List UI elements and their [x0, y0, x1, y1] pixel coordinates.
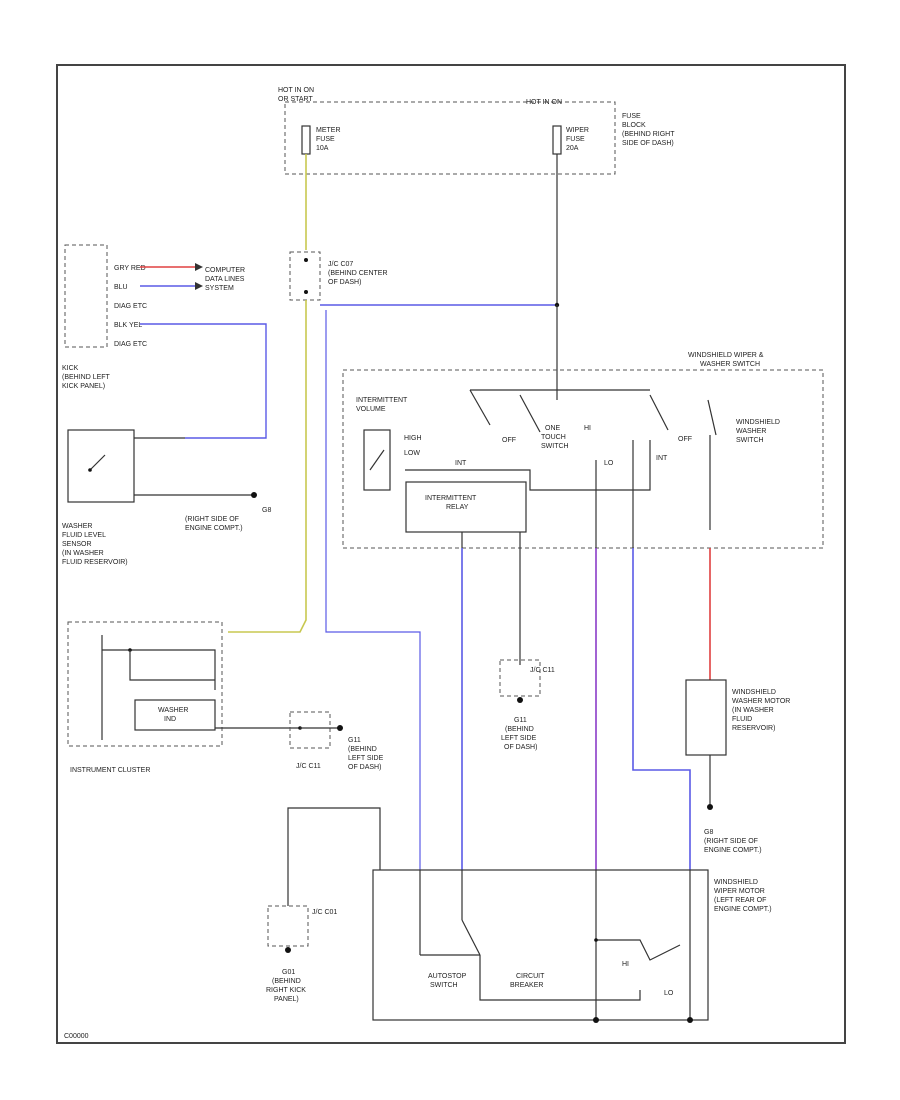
motor-ground-hi — [687, 1017, 693, 1023]
g01-ground — [285, 947, 291, 953]
off-label: OFF — [502, 437, 516, 444]
ground-g8-node — [251, 492, 257, 498]
conn-row-1: GRY RED — [114, 265, 146, 272]
conn-row-4: BLK YEL — [114, 322, 142, 329]
jc-c07-node-top — [304, 258, 308, 262]
hot-right-label: HOT IN ON — [526, 99, 562, 106]
off2-label: OFF — [678, 436, 692, 443]
jc-c11-label-b: J/C C11 — [530, 667, 555, 674]
autostop-contact — [461, 919, 481, 956]
volume-wiper — [369, 449, 385, 471]
washer-motor-box — [685, 679, 727, 756]
motor-ground-wire — [287, 807, 381, 906]
diagram-frame — [56, 64, 846, 1044]
jc-c11-center-node — [517, 697, 523, 703]
motor-hi-label: HI — [622, 961, 629, 968]
hot-bus-box — [284, 101, 616, 175]
meter-fuse — [301, 125, 311, 155]
washer-sensor-box — [67, 429, 135, 503]
sensor-pivot — [88, 468, 92, 472]
washer-motor-ground — [707, 804, 713, 810]
motor-node — [594, 938, 598, 942]
jc-c11-box — [289, 711, 331, 749]
sensor-contact — [89, 454, 106, 471]
low-label: LOW — [404, 450, 420, 457]
jc-c07-node-bottom — [304, 290, 308, 294]
cluster-diode-path — [129, 650, 215, 681]
motor-lo-label: LO — [664, 990, 674, 997]
jc-c11-label-a: J/C C11 — [296, 763, 321, 770]
instrument-cluster-label: INSTRUMENT CLUSTER — [70, 767, 150, 774]
lo-label: LO — [604, 460, 614, 467]
cluster-top-path — [102, 649, 216, 690]
hi-label: HI — [584, 425, 591, 432]
switch-contact-1 — [469, 389, 491, 426]
arrow-blue — [195, 282, 203, 290]
washer-contact — [707, 399, 717, 436]
int-label: INT — [455, 460, 467, 467]
wiper-fuse — [552, 125, 562, 155]
wiper-switch-box — [342, 369, 824, 549]
volume-resistor — [363, 429, 391, 491]
conn-row-5: DIAG ETC — [114, 341, 147, 348]
arrow-red — [195, 263, 203, 271]
conn-row-2: BLU — [114, 284, 128, 291]
g11-ground — [337, 725, 343, 731]
jc-c11-center-box — [499, 659, 541, 697]
motor-internal — [596, 939, 681, 961]
breaker-path — [479, 955, 641, 1001]
autostop-blue-wire — [325, 310, 421, 870]
switch-inner-wire — [405, 440, 651, 491]
sensor-blue-wire — [140, 323, 267, 439]
blue-wire-hi-to-motor — [632, 548, 691, 870]
int2-label: INT — [656, 455, 668, 462]
motor-ground-lo — [593, 1017, 599, 1023]
switch-contact-2 — [519, 394, 541, 433]
footer-code: C00000 — [64, 1033, 89, 1040]
jc-c01-box — [267, 905, 309, 947]
conn-row-3: DIAG ETC — [114, 303, 147, 310]
meter-feed-wire-lower — [228, 300, 307, 633]
wiper-motor-box — [372, 869, 709, 1021]
intermittent-relay-box — [405, 481, 527, 533]
switch-contact-3 — [649, 394, 669, 431]
high-label: HIGH — [404, 435, 422, 442]
instrument-cluster-box — [67, 621, 223, 747]
washer-ind-box — [134, 699, 216, 731]
wiper-switch-title: WINDSHIELD WIPER &WASHER SWITCH — [688, 352, 764, 368]
jc-c07-box — [289, 251, 321, 301]
kick-connector-box — [64, 244, 108, 348]
jc-c01-label: J/C C01 — [312, 909, 337, 916]
